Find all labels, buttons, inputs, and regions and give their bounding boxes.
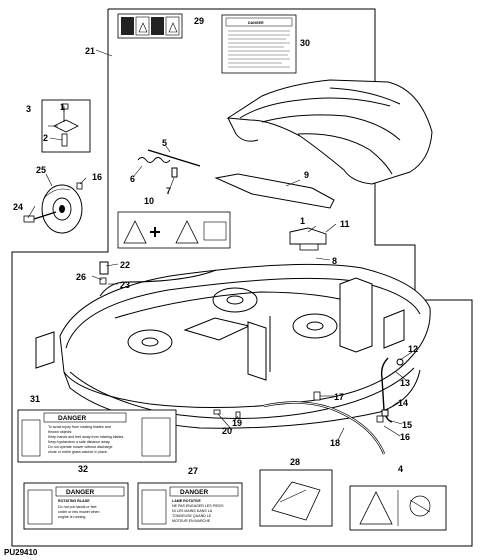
decal-30-title: DANGER bbox=[248, 21, 264, 25]
decal-32-line-1: ROTATING BLADE bbox=[58, 499, 90, 503]
callout-9: 9 bbox=[304, 170, 309, 180]
callout-6: 6 bbox=[130, 174, 135, 184]
decal-strip-29 bbox=[117, 13, 183, 39]
decal-31-line-2: thrown objects: bbox=[48, 430, 72, 434]
decal-4 bbox=[349, 485, 447, 531]
decal-31-line-6: chute or entire grass catcher in place. bbox=[48, 450, 108, 454]
callout-14: 14 bbox=[398, 398, 408, 408]
callout-31: 31 bbox=[30, 394, 40, 404]
figure-id: PU29410 bbox=[4, 548, 38, 557]
callout-10: 10 bbox=[144, 196, 154, 206]
decal-31-line-5: Do not operate mower without discharge bbox=[48, 445, 113, 449]
callout-28: 28 bbox=[290, 457, 300, 467]
decal-32-line-2: Do not put hands or feet bbox=[58, 505, 97, 509]
callout-23: 23 bbox=[120, 280, 130, 290]
callout-15: 15 bbox=[402, 420, 412, 430]
callout-1-lower: 1 bbox=[300, 216, 305, 226]
decal-32: DANGER ROTATING BLADE Do not put hands o… bbox=[23, 482, 129, 530]
callout-8: 8 bbox=[332, 256, 337, 266]
callout-2: 2 bbox=[43, 133, 48, 143]
decal-30: DANGER bbox=[221, 14, 297, 74]
leader-lines bbox=[27, 49, 413, 441]
callout-11: 11 bbox=[340, 219, 350, 229]
decal-31-title: DANGER bbox=[58, 415, 86, 422]
callout-24: 24 bbox=[13, 202, 23, 212]
callout-25: 25 bbox=[36, 165, 46, 175]
callout-5: 5 bbox=[162, 138, 167, 148]
decal-27-line-2: NE PAS ENGAGER LES PIEDS bbox=[172, 504, 224, 508]
decal-31-line-3: Keep hands and feet away from rotating b… bbox=[48, 435, 124, 439]
decal-27-line-5: MOTEUR EN MARCHE bbox=[172, 519, 211, 523]
decal-32-line-4: engine is running bbox=[58, 515, 85, 519]
decal-31-line-4: Keep bystanders a safe distance away. bbox=[48, 440, 110, 444]
decal-32-line-3: under or into mower when bbox=[58, 510, 100, 514]
decal-27-title: DANGER bbox=[180, 489, 208, 496]
decal-27: DANGER LAME ROTATIVE NE PAS ENGAGER LES … bbox=[137, 482, 243, 530]
callout-7: 7 bbox=[166, 186, 171, 196]
gauge-wheel bbox=[23, 182, 83, 234]
callout-1-upper: 1 bbox=[60, 102, 65, 112]
baffle-plate bbox=[214, 173, 335, 209]
callout-12: 12 bbox=[408, 344, 418, 354]
callout-26: 26 bbox=[76, 272, 86, 282]
callout-22: 22 bbox=[120, 260, 130, 270]
decal-31: DANGER To avoid injury from rotating bla… bbox=[17, 409, 177, 463]
decal-31-line-1: To avoid injury from rotating blades and bbox=[48, 425, 111, 429]
callout-3: 3 bbox=[26, 104, 31, 114]
callout-16-upper: 16 bbox=[92, 172, 102, 182]
mower-deck bbox=[35, 261, 431, 429]
callout-4: 4 bbox=[398, 464, 403, 474]
decal-10 bbox=[117, 211, 231, 249]
callout-27: 27 bbox=[188, 466, 198, 476]
callout-13: 13 bbox=[400, 378, 410, 388]
fasteners bbox=[99, 277, 384, 423]
callout-30: 30 bbox=[300, 38, 310, 48]
decal-32-title: DANGER bbox=[66, 489, 94, 496]
callout-29: 29 bbox=[194, 16, 204, 26]
callout-32: 32 bbox=[78, 464, 88, 474]
callout-19: 19 bbox=[232, 418, 242, 428]
callout-18: 18 bbox=[330, 438, 340, 448]
decal-28 bbox=[259, 469, 333, 527]
cable-18 bbox=[263, 401, 386, 455]
callout-20: 20 bbox=[222, 426, 232, 436]
decal-27-line-1: LAME ROTATIVE bbox=[172, 499, 201, 503]
discharge-chute bbox=[226, 79, 433, 185]
callout-21: 21 bbox=[85, 46, 95, 56]
bracket-inset-box bbox=[41, 99, 91, 153]
callout-17: 17 bbox=[334, 392, 344, 402]
bracket-11 bbox=[289, 227, 327, 251]
spring-rod-assembly bbox=[137, 149, 201, 178]
decal-27-line-4: TONDEUSE QUAND LE bbox=[172, 514, 212, 518]
decal-27-line-3: NI LES MAINS DANS LA bbox=[172, 509, 213, 513]
callout-16-lower: 16 bbox=[400, 432, 410, 442]
